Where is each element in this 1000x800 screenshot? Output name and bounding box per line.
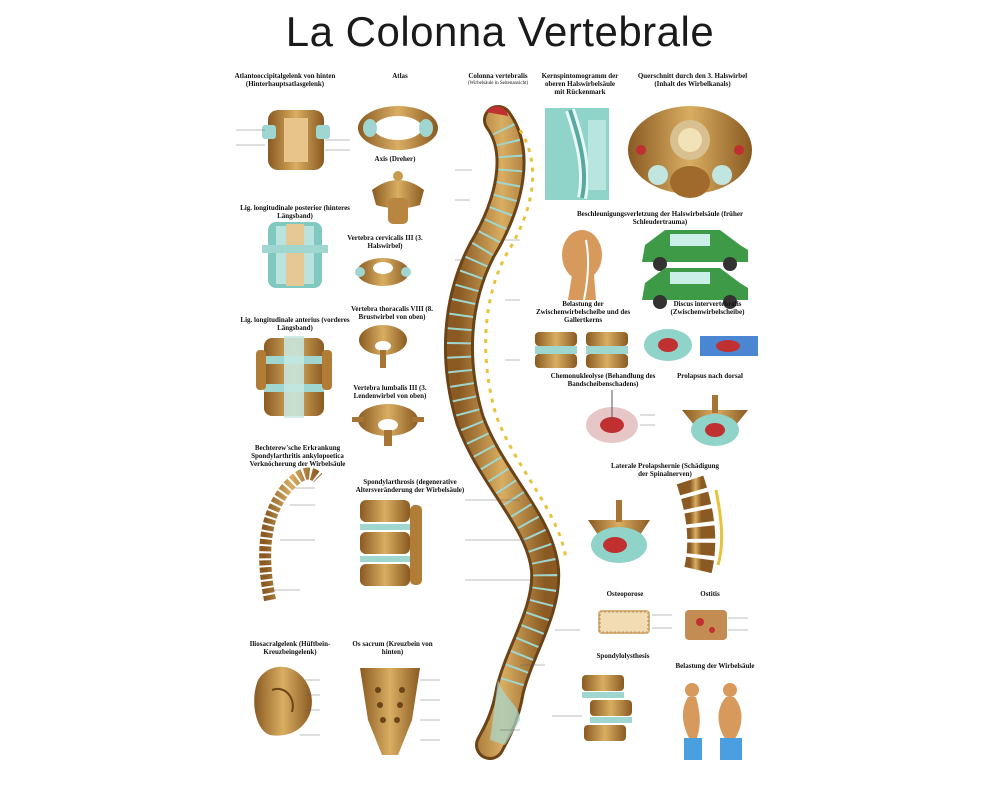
caption-spondylarthrosis: Spondylarthrosis (degenerative Altersver… [355, 478, 465, 495]
spine-side-labels [455, 169, 580, 731]
cross-section-illustration [628, 106, 752, 198]
caption-ostitis: Ostitis [700, 590, 720, 598]
caption-colonna-sub: (Wirbelsäule in Seitenansicht) [467, 81, 529, 86]
osteoporosis-illustration [598, 610, 672, 634]
disc-load-illustration [535, 332, 628, 368]
caption-chemonucleolysis: Chemonukleolyse (Behandlung des Bandsche… [550, 372, 656, 389]
caption-iliosacral: Iliosacralgelenk (Hüftbein- Kreuzbeingel… [249, 640, 331, 657]
lig-posterior-illustration [262, 222, 328, 288]
caption-bechterew: Bechterew'sche Erkrankung Spondylarthrit… [249, 444, 346, 469]
axis-illustration [372, 171, 424, 224]
caption-cross-section: Querschnitt durch den 3. Halswirbel (Inh… [637, 72, 748, 89]
caption-spine-load: Belastung der Wirbelsäule [675, 662, 755, 670]
vertebra-cervicalis-illustration [355, 258, 411, 286]
caption-colonna: Colonna vertebralis [468, 72, 528, 80]
caption-whiplash: Beschleunigungsverletzung der Halswirbel… [576, 210, 744, 227]
poster-title: La Colonna Vertebrale [285, 8, 715, 55]
sacrum-illustration [360, 668, 440, 755]
caption-vertebra-lumbalis: Vertebra lumbalis III (3. Lendenwirbel v… [353, 384, 427, 401]
caption-vertebra-thoracalis: Vertebra thoracalis VIII (8. Brustwirbel… [350, 305, 434, 322]
discus-illustration [644, 329, 758, 361]
spine-main-illustration [443, 105, 568, 760]
atlas-illustration [358, 106, 438, 150]
lateral-hernia-illustration [588, 475, 724, 574]
prolapse-dorsal-illustration [682, 395, 748, 446]
caption-discus: Discus intervertebralis (Zwischenwirbels… [670, 300, 745, 317]
caption-lateral-hernia: Laterale Prolapshernie (Schädigung der S… [611, 462, 719, 479]
vertebra-thoracalis-illustration [359, 325, 407, 368]
caption-atlas: Atlas [392, 72, 408, 80]
bechterew-illustration [259, 467, 323, 602]
caption-mri: Kernspintomogramm der oberen Halswirbels… [541, 72, 619, 97]
caption-spondylolisthesis: Spondylolysthesis [596, 652, 650, 660]
lig-anterior-illustration [256, 336, 332, 418]
iliosacral-illustration [254, 666, 320, 736]
spondylarthrose-illustration [360, 500, 422, 586]
caption-axis: Axis (Dreher) [374, 155, 416, 163]
spine-load-illustration [682, 683, 742, 760]
whiplash-illustration [562, 230, 748, 309]
spondylolisthesis-illustration [552, 675, 632, 741]
atlanto-joint-illustration [236, 110, 350, 170]
mri-illustration [545, 108, 609, 200]
caption-lig-posterior: Lig. longitudinale posterior (hinteres L… [240, 204, 350, 221]
chemonucleolysis-illustration [586, 390, 655, 443]
caption-lig-anterior: Lig. longitudinale anterius (vorderes Lä… [240, 316, 350, 333]
caption-atlanto-joint: Atlantooccipitalgelenk von hinten (Hinte… [234, 72, 336, 89]
vertebra-lumbalis-illustration [352, 404, 424, 446]
caption-sacrum: Os sacrum (Kreuzbein von hinten) [352, 640, 433, 657]
caption-vertebra-cervicalis: Vertebra cervicalis III (3. Halswirbel) [347, 234, 423, 251]
caption-disc-load: Belastung der Zwischenwirbelscheibe und … [535, 300, 631, 325]
ostitis-illustration [685, 610, 748, 640]
caption-prolapse-dorsal: Prolapsus nach dorsal [677, 372, 743, 380]
caption-osteoporosis: Osteoporose [606, 590, 644, 598]
